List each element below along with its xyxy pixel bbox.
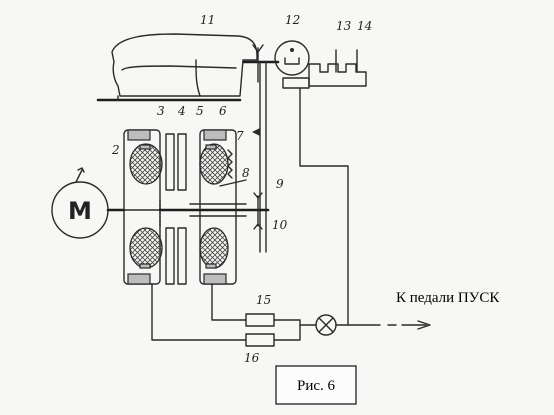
resistor-icon (245, 333, 275, 347)
callout-9: 9 (276, 177, 284, 191)
motor-label: М (68, 197, 92, 225)
callout-14: 14 (357, 19, 372, 33)
callout-6: 6 (219, 104, 227, 118)
sensor-12 (274, 40, 310, 76)
disc-4 (159, 133, 187, 285)
callout-10: 10 (272, 218, 288, 232)
resistor-icon (245, 313, 275, 327)
clutch-housing-left (123, 129, 163, 285)
sensor-box (282, 77, 310, 89)
pedal-caption: К педали ПУСК (396, 290, 500, 306)
clutch-housing-right (199, 129, 237, 285)
figure-caption: Рис. 6 (297, 378, 336, 394)
wire-16 (151, 283, 247, 341)
figure-caption-box (275, 365, 357, 405)
lamp-icon (315, 314, 337, 336)
callout-8: 8 (242, 166, 250, 180)
callout-12: 12 (285, 13, 300, 27)
callout-3: 3 (157, 104, 165, 118)
callout-5: 5 (196, 104, 204, 118)
wire-join (273, 319, 301, 341)
arrow-icon (417, 320, 431, 330)
callout-15: 15 (256, 293, 271, 307)
callout-16: 16 (244, 351, 260, 365)
callout-11: 11 (200, 13, 215, 27)
callout-4: 4 (177, 104, 186, 118)
motor-icon: М (51, 181, 109, 239)
sensor-wire (299, 87, 349, 326)
callout-13: 13 (336, 19, 352, 33)
callout-numbers: 2 3 4 5 6 7 8 9 10 11 12 13 14 15 16 (111, 13, 372, 365)
sewing-machine-icon (96, 33, 258, 102)
wire-15 (211, 283, 247, 321)
spring-7 (227, 149, 233, 179)
callout-7: 7 (236, 129, 244, 143)
gear-rack (308, 49, 367, 87)
callout-2: 2 (111, 143, 120, 157)
lever-8 (219, 179, 247, 187)
marker-triangle (252, 128, 260, 136)
